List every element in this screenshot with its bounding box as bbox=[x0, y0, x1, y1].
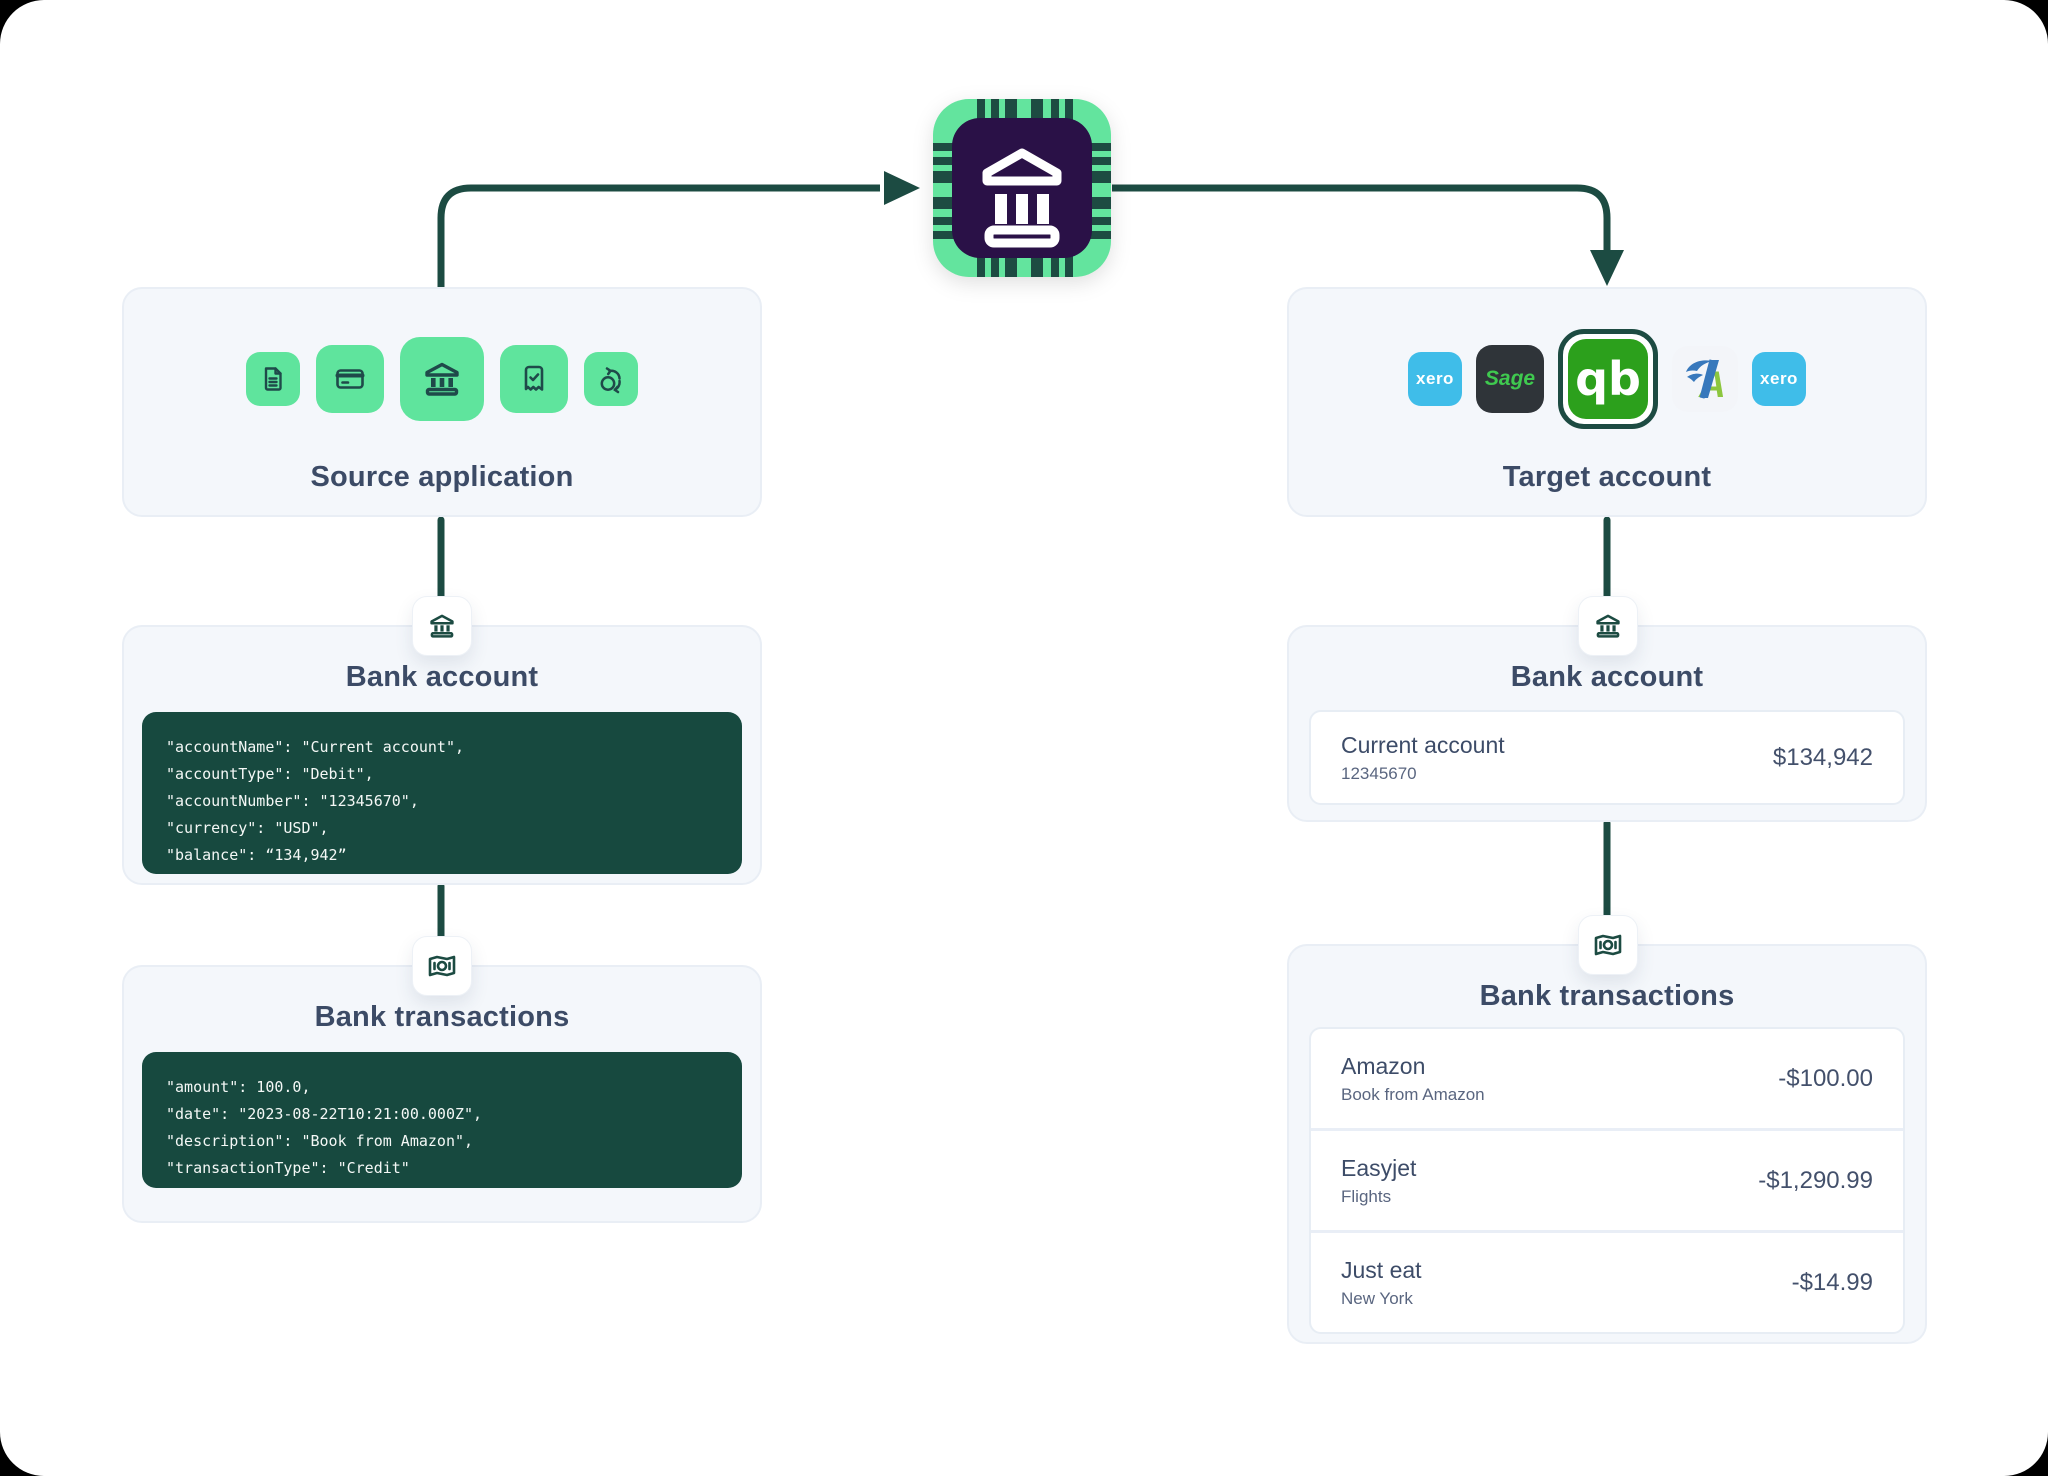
target-panel-title: Target account bbox=[1502, 461, 1712, 493]
arrowhead-right-icon bbox=[884, 171, 920, 205]
credit-card-tile[interactable] bbox=[316, 345, 384, 413]
account-name: Current account bbox=[1341, 731, 1505, 758]
target-account-card: xero Sage qb A xero bbox=[1287, 287, 1927, 517]
xero-app-tile-2[interactable]: xero bbox=[1752, 352, 1806, 406]
bank-tile[interactable] bbox=[400, 337, 484, 421]
bank-transactions-json-block: "amount": 100.0, "date": "2023-08-22T10:… bbox=[142, 1052, 742, 1188]
transaction-row: Amazon Book from Amazon -$100.00 bbox=[1311, 1029, 1903, 1128]
credit-card-icon bbox=[335, 369, 365, 389]
bank-account-json-block: "accountName": "Current account", "accou… bbox=[142, 712, 742, 874]
transaction-merchant: Just eat bbox=[1341, 1256, 1422, 1283]
target-app-icons-row: xero Sage qb A xero bbox=[1289, 327, 1925, 431]
transaction-detail: Book from Amazon bbox=[1341, 1084, 1485, 1104]
sage-logo: Sage bbox=[1484, 367, 1536, 390]
freeagent-app-tile[interactable]: A bbox=[1672, 346, 1738, 412]
target-bank-account-card: Bank account Current account 12345670 $1… bbox=[1287, 625, 1927, 822]
transaction-merchant: Easyjet bbox=[1341, 1154, 1417, 1181]
code-line: "balance": “134,942” bbox=[166, 846, 347, 864]
arrow-source-to-hub bbox=[437, 184, 880, 290]
source-application-card: Source application bbox=[122, 287, 762, 517]
bank-icon bbox=[425, 362, 459, 396]
bank-chip-hub bbox=[933, 99, 1111, 277]
sage-app-tile[interactable]: Sage bbox=[1476, 345, 1544, 413]
target-bank-transactions-card: Bank transactions Amazon Book from Amazo… bbox=[1287, 944, 1927, 1344]
banknote-icon bbox=[428, 955, 456, 977]
transaction-merchant: Amazon bbox=[1341, 1052, 1426, 1079]
receipt-check-tile[interactable] bbox=[500, 345, 568, 413]
source-bank-transactions-card: Bank transactions "amount": 100.0, "date… bbox=[122, 965, 762, 1223]
account-row: Current account 12345670 $134,942 bbox=[1309, 710, 1905, 805]
source-app-icons-row bbox=[124, 327, 760, 431]
bank-icon bbox=[1596, 614, 1620, 638]
bank-badge-left bbox=[412, 596, 472, 656]
bank-chip-icon bbox=[933, 99, 1111, 277]
code-line: "accountNumber": "12345670", bbox=[166, 792, 419, 810]
document-icon bbox=[264, 367, 282, 391]
code-line: "amount": 100.0, bbox=[166, 1078, 311, 1096]
transactions-list: Amazon Book from Amazon -$100.00 Easyjet… bbox=[1309, 1027, 1905, 1334]
transaction-detail: Flights bbox=[1341, 1186, 1392, 1206]
code-line: "description": "Book from Amazon", bbox=[166, 1132, 474, 1150]
currency-exchange-icon bbox=[600, 367, 621, 394]
right-bank-account-title: Bank account bbox=[1510, 661, 1704, 693]
code-line: "accountName": "Current account", bbox=[166, 738, 465, 756]
xero-logo: xero bbox=[1760, 369, 1798, 388]
right-bank-transactions-title: Bank transactions bbox=[1479, 980, 1735, 1012]
left-bank-transactions-title: Bank transactions bbox=[314, 1001, 570, 1033]
code-line: "transactionType": "Credit" bbox=[166, 1159, 410, 1177]
xero-logo: xero bbox=[1416, 369, 1454, 388]
banknote-icon bbox=[1594, 934, 1622, 956]
source-bank-account-card: Bank account "accountName": "Current acc… bbox=[122, 625, 762, 885]
code-line: "accountType": "Debit", bbox=[166, 765, 374, 783]
freeagent-logo-icon: A bbox=[1686, 359, 1726, 405]
source-panel-title: Source application bbox=[310, 461, 574, 493]
quickbooks-selected-ring[interactable]: qb bbox=[1558, 329, 1658, 429]
account-number: 12345670 bbox=[1341, 763, 1417, 783]
bank-badge-right bbox=[1578, 596, 1638, 656]
arrow-hub-to-target bbox=[1112, 184, 1611, 250]
transaction-row: Easyjet Flights -$1,290.99 bbox=[1311, 1128, 1903, 1230]
banknote-badge-right bbox=[1578, 915, 1638, 975]
transaction-row: Just eat New York -$14.99 bbox=[1311, 1230, 1903, 1332]
transaction-amount: -$14.99 bbox=[1791, 1268, 1873, 1296]
code-line: "currency": "USD", bbox=[166, 819, 329, 837]
xero-app-tile[interactable]: xero bbox=[1408, 352, 1462, 406]
code-line: "date": "2023-08-22T10:21:00.000Z", bbox=[166, 1105, 483, 1123]
bank-icon bbox=[430, 614, 454, 638]
transaction-detail: New York bbox=[1341, 1288, 1413, 1308]
quickbooks-app-tile[interactable]: qb bbox=[1568, 339, 1648, 419]
account-balance: $134,942 bbox=[1772, 743, 1873, 771]
quickbooks-logo: qb bbox=[1575, 352, 1641, 406]
arrowhead-down-icon bbox=[1590, 250, 1624, 286]
transaction-amount: -$100.00 bbox=[1778, 1064, 1873, 1092]
left-bank-account-title: Bank account bbox=[345, 661, 539, 693]
document-tile[interactable] bbox=[246, 352, 300, 406]
receipt-check-icon bbox=[524, 365, 544, 391]
transaction-amount: -$1,290.99 bbox=[1758, 1166, 1873, 1194]
currency-exchange-tile[interactable] bbox=[584, 352, 638, 406]
banknote-badge-left bbox=[412, 936, 472, 996]
